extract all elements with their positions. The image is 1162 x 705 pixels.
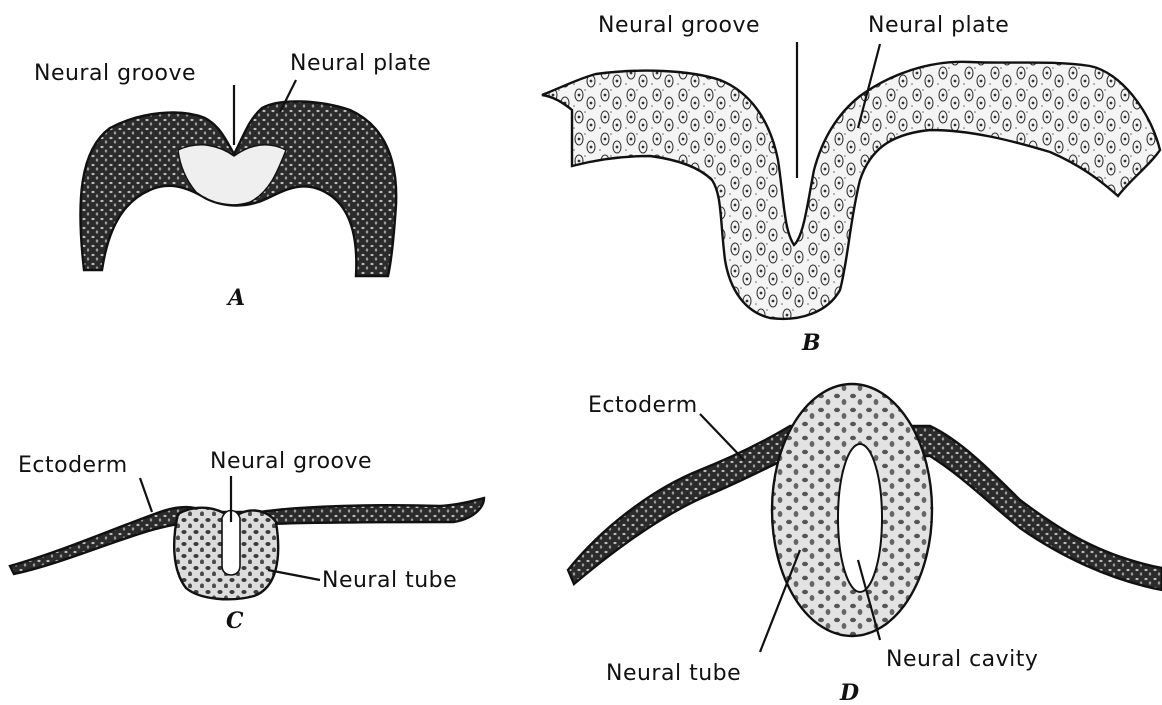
- panel-c-ectoderm-leader: [140, 478, 152, 512]
- panel-c: Ectoderm Neural groove Neural tube C: [10, 449, 484, 634]
- panel-d-neural-tube-label: Neural tube: [606, 661, 741, 686]
- panel-d-neural-cavity-label: Neural cavity: [886, 647, 1038, 672]
- panel-b-neural-groove-label: Neural groove: [598, 13, 760, 38]
- panel-b-caption: B: [801, 330, 821, 356]
- panel-a-neural-groove-label: Neural groove: [34, 61, 196, 86]
- panel-d-caption: D: [839, 680, 859, 705]
- panel-c-caption: C: [226, 608, 244, 634]
- panel-b-neural-plate-label: Neural plate: [868, 13, 1009, 38]
- panel-d-ectoderm-leader: [700, 414, 744, 460]
- panel-b: Neural groove Neural plate B: [542, 13, 1160, 356]
- panel-c-ectoderm-label: Ectoderm: [18, 453, 128, 478]
- panel-c-neural-tube-label: Neural tube: [322, 568, 457, 593]
- panel-c-tube-leader: [268, 570, 320, 580]
- panel-d: Ectoderm Neural tube Neural cavity D: [568, 384, 1162, 705]
- panel-a: Neural groove Neural plate A: [34, 51, 431, 311]
- panel-c-neural-groove-label: Neural groove: [210, 449, 372, 474]
- panel-d-ectoderm-label: Ectoderm: [588, 393, 698, 418]
- panel-b-neural-plate-tissue: [542, 62, 1160, 319]
- panel-a-caption: A: [226, 285, 245, 311]
- panel-a-neural-plate-label: Neural plate: [290, 51, 431, 76]
